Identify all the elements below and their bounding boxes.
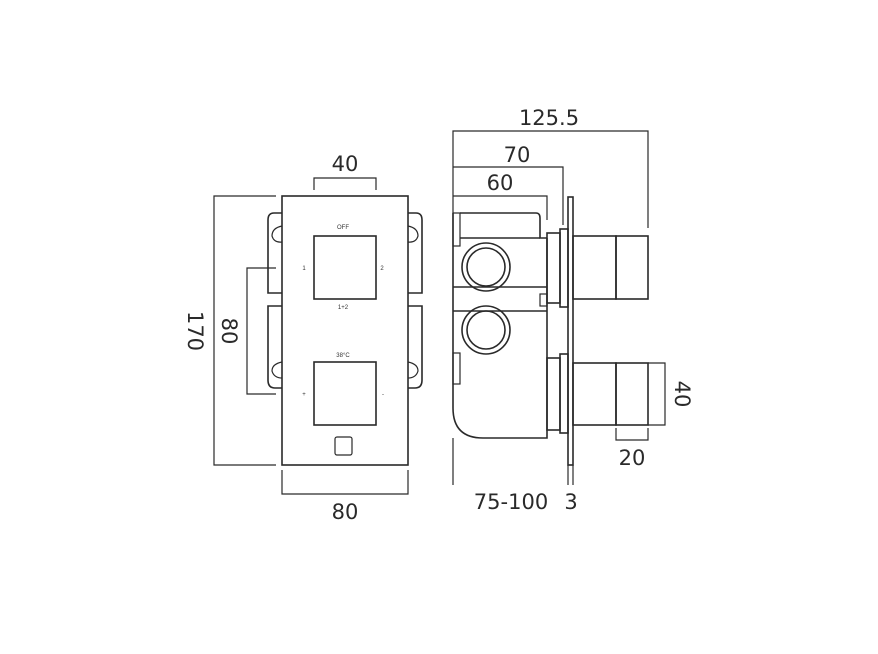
dim-knob-depth: 20 (619, 446, 646, 470)
flow-control-knob (313, 235, 377, 300)
label-temp: 38°C (336, 353, 350, 359)
dim-to-plate: 70 (504, 143, 531, 167)
valve-top (460, 212, 547, 239)
side-view: 125.5 70 60 40 20 75-100 3 (452, 106, 694, 514)
dim-line-width (281, 470, 409, 495)
dim-line-knob-spacing (246, 267, 276, 395)
valve-body (452, 213, 548, 439)
dim-line-body (453, 195, 548, 220)
outlet-port (461, 305, 511, 355)
dim-line-height (213, 195, 276, 466)
label-minus: - (382, 392, 384, 398)
dim-line-knob-depth (615, 428, 649, 441)
dim-knob-width: 40 (332, 152, 359, 176)
dim-plate: 3 (564, 490, 577, 514)
temperature-knob (313, 361, 377, 426)
dim-width: 80 (332, 500, 359, 524)
dim-knob-width-side: 40 (670, 381, 694, 408)
dim-line-overall (452, 130, 649, 228)
dim-knob-spacing: 80 (217, 318, 241, 345)
knob-side (572, 362, 617, 426)
dim-overall: 125.5 (519, 106, 579, 130)
dim-line-knob-width-side (648, 362, 666, 426)
dim-wall-depth: 75-100 (474, 490, 548, 514)
mounting-brackets (267, 212, 423, 389)
dim-line-to-plate (453, 166, 564, 225)
front-view: OFF 1 2 1+2 38°C + - 40 170 80 80 (183, 152, 423, 524)
faceplate (281, 195, 409, 466)
dim-body: 60 (487, 171, 514, 195)
dim-line-knob-width (313, 177, 377, 190)
label-outlet-1: 1 (302, 266, 306, 272)
side-faceplate (567, 196, 574, 466)
label-outlet-2: 2 (380, 266, 384, 272)
logo-badge (334, 436, 353, 456)
label-plus: + (302, 392, 306, 398)
outlet-port (461, 242, 511, 292)
knob-side (572, 235, 617, 300)
label-both: 1+2 (338, 305, 349, 311)
label-off: OFF (337, 225, 349, 231)
dim-height: 170 (183, 311, 207, 351)
